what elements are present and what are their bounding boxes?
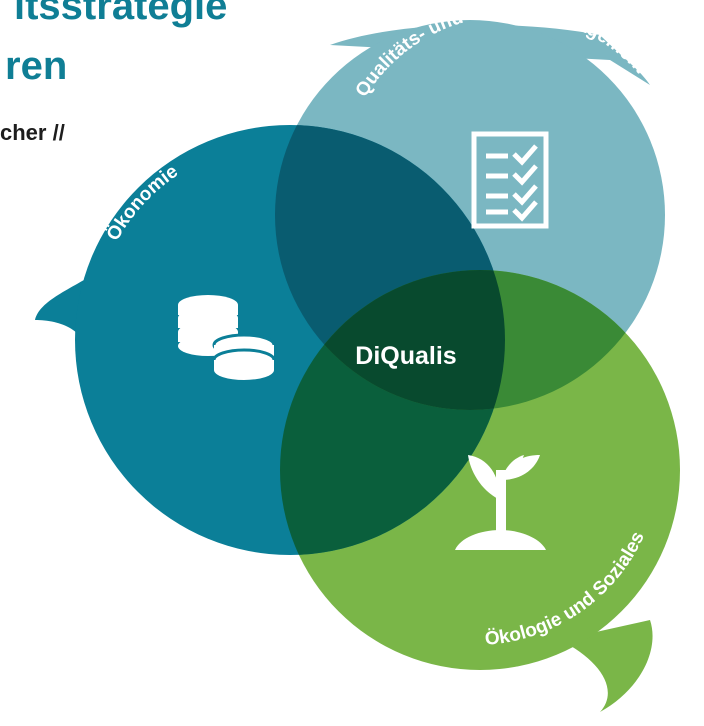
plant-sprout-icon	[455, 455, 546, 550]
coins-icon	[178, 295, 276, 380]
page-title-line-2: ren	[5, 44, 68, 88]
overlap-center	[280, 270, 505, 410]
page-subtitle: cher //	[0, 120, 65, 145]
checklist-icon	[471, 131, 549, 229]
page-title-line-1: itsstrategie	[14, 0, 228, 28]
center-label: DiQualis	[355, 342, 456, 370]
